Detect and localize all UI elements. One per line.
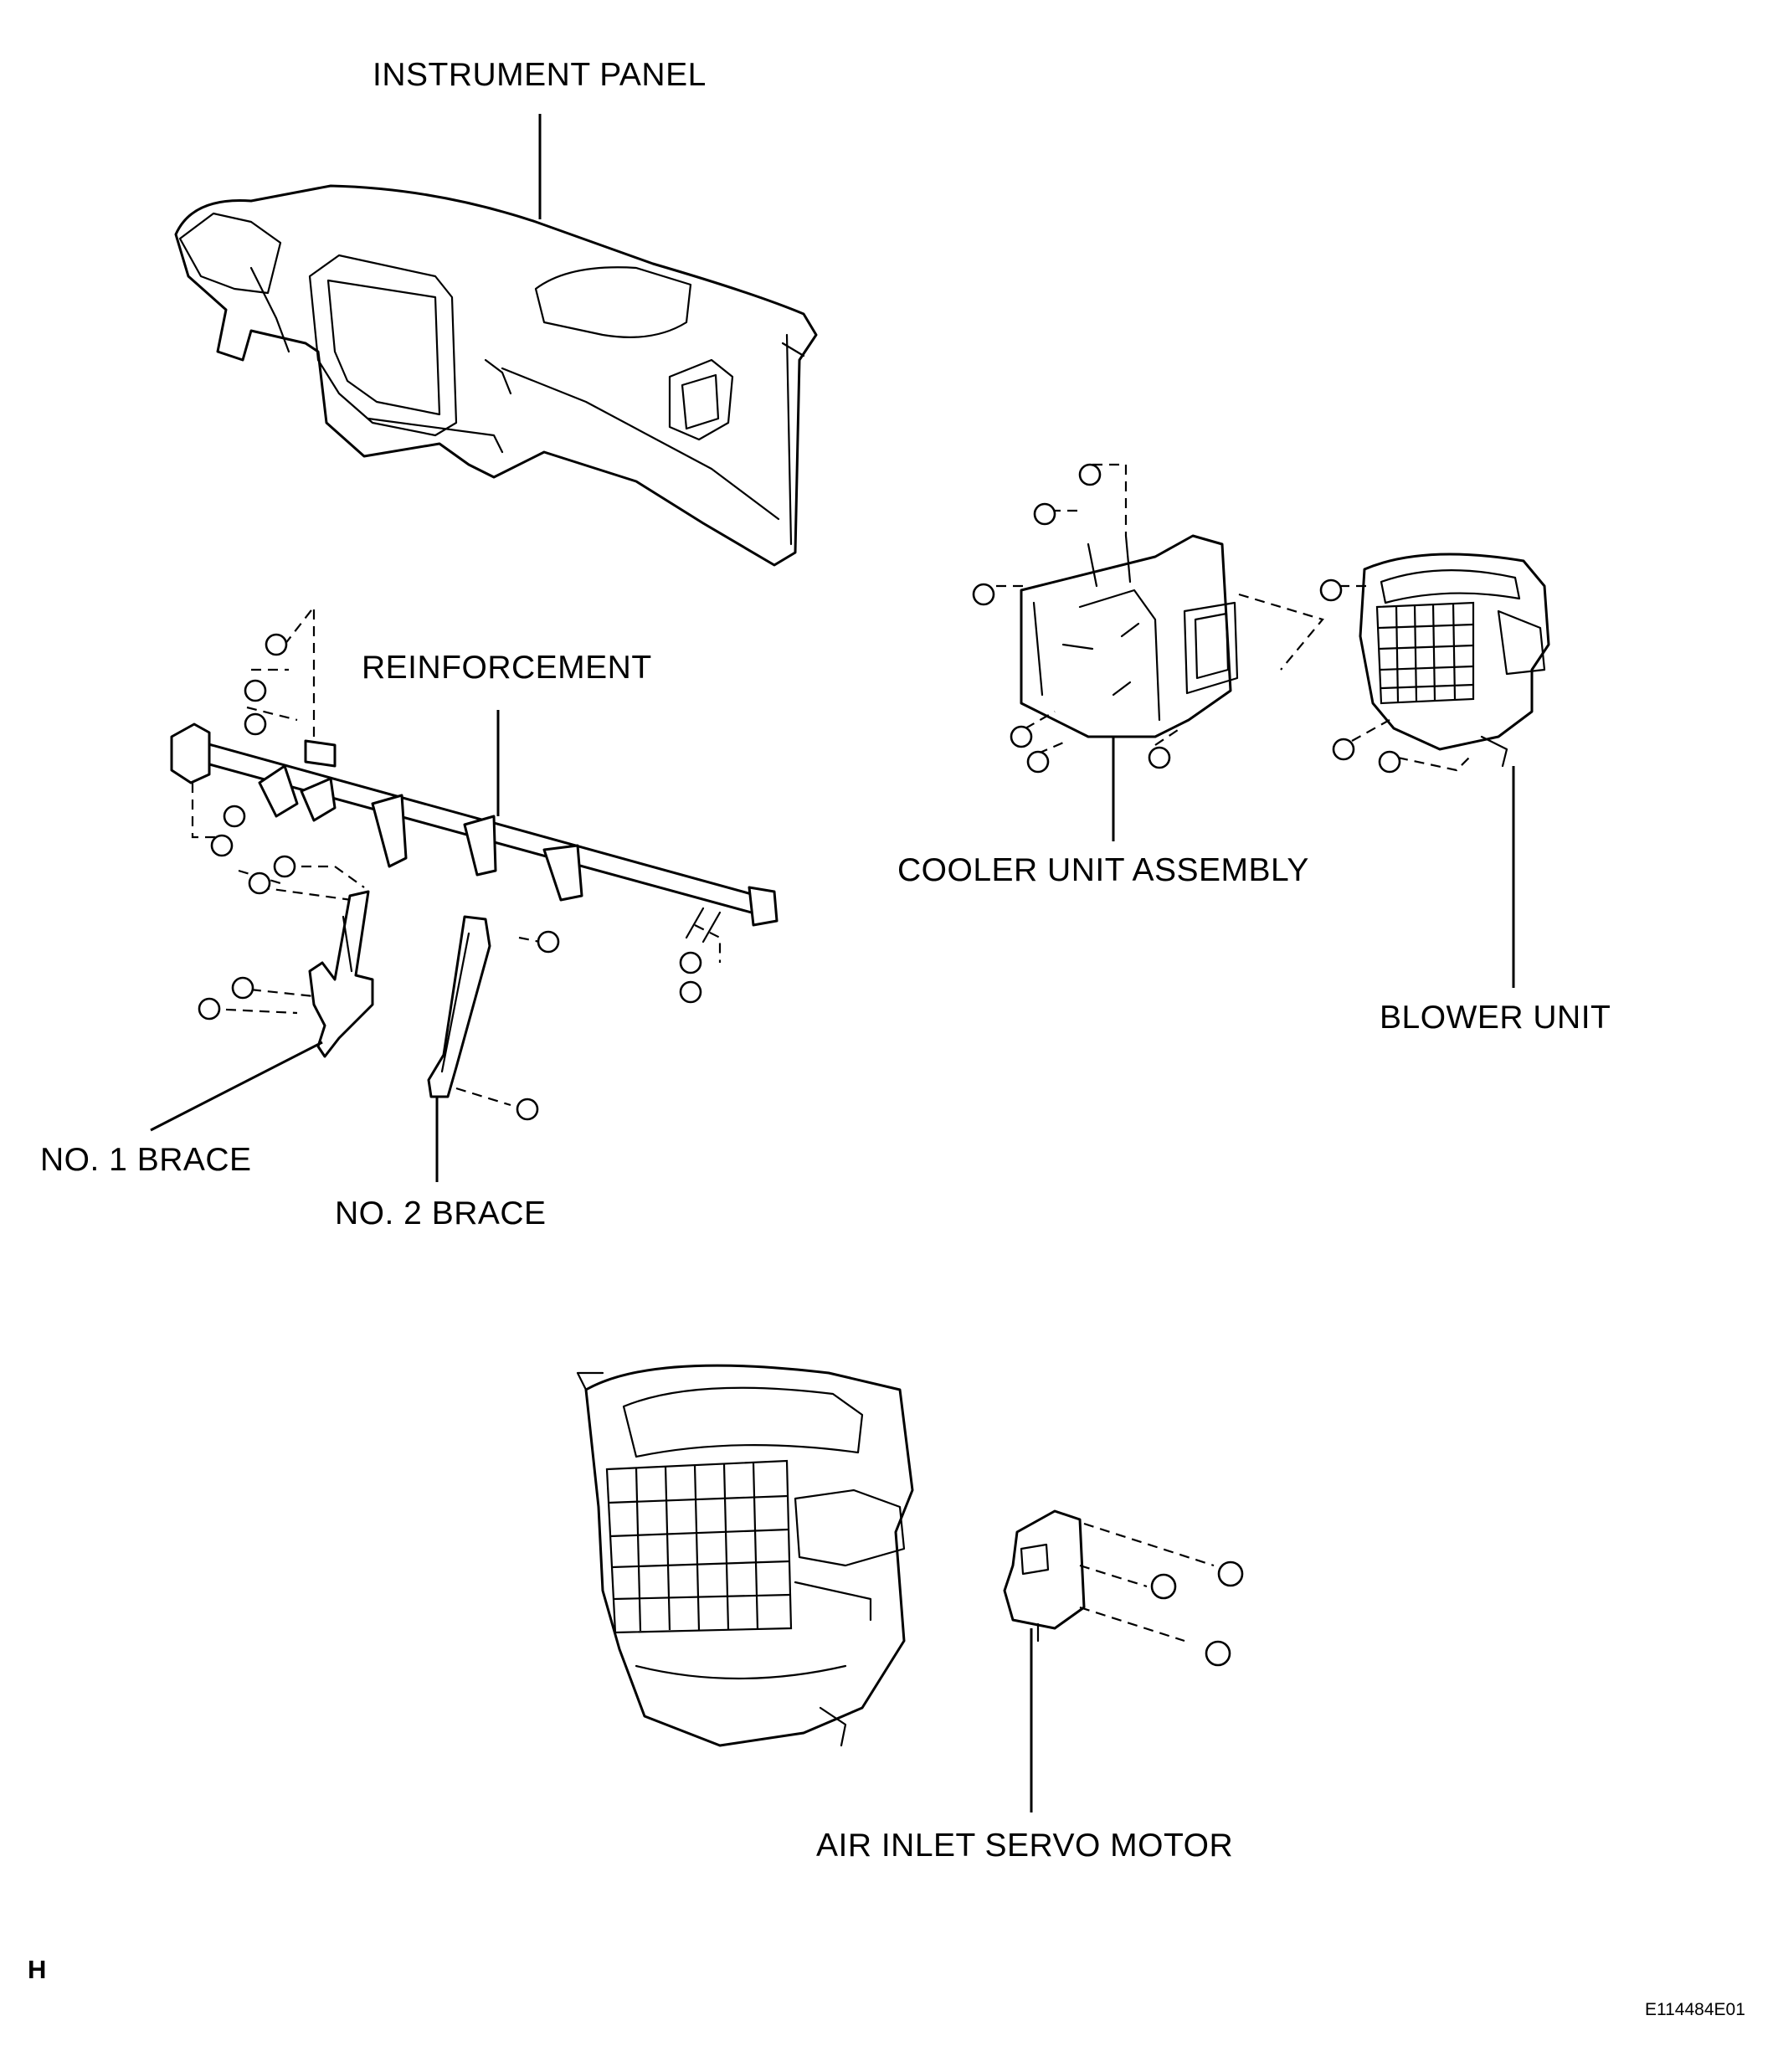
cooler-unit-label: COOLER UNIT ASSEMBLY xyxy=(897,852,1309,888)
figure-code: E114484E01 xyxy=(1645,2000,1745,2019)
blower-unit-label: BLOWER UNIT xyxy=(1380,1000,1611,1036)
instrument-panel-label: INSTRUMENT PANEL xyxy=(373,57,707,93)
no2-brace-label: NO. 2 BRACE xyxy=(335,1195,547,1231)
instrument-panel-drawing xyxy=(174,184,818,567)
cooler-unit-bolts xyxy=(972,463,1324,774)
reinforcement-drawing xyxy=(170,722,779,943)
air-inlet-servo-motor-drawing xyxy=(1003,1509,1086,1643)
reinforcement-label: REINFORCEMENT xyxy=(362,650,652,686)
no1-brace-leader xyxy=(150,1041,323,1132)
reinforcement-bolts xyxy=(191,604,722,1121)
corner-letter: H xyxy=(28,1955,46,1984)
no2-brace-drawing xyxy=(427,915,491,1098)
blower-unit-drawing xyxy=(1359,553,1550,768)
blower-unit-bolts xyxy=(1319,578,1474,774)
no1-brace-drawing xyxy=(308,890,374,1058)
no1-brace-label: NO. 1 BRACE xyxy=(40,1142,252,1178)
cooler-unit-drawing xyxy=(1020,534,1239,738)
blower-unit-detail-drawing xyxy=(576,1364,914,1747)
air-inlet-servo-motor-label: AIR INLET SERVO MOTOR xyxy=(816,1828,1233,1864)
servo-motor-screws xyxy=(1079,1522,1244,1667)
